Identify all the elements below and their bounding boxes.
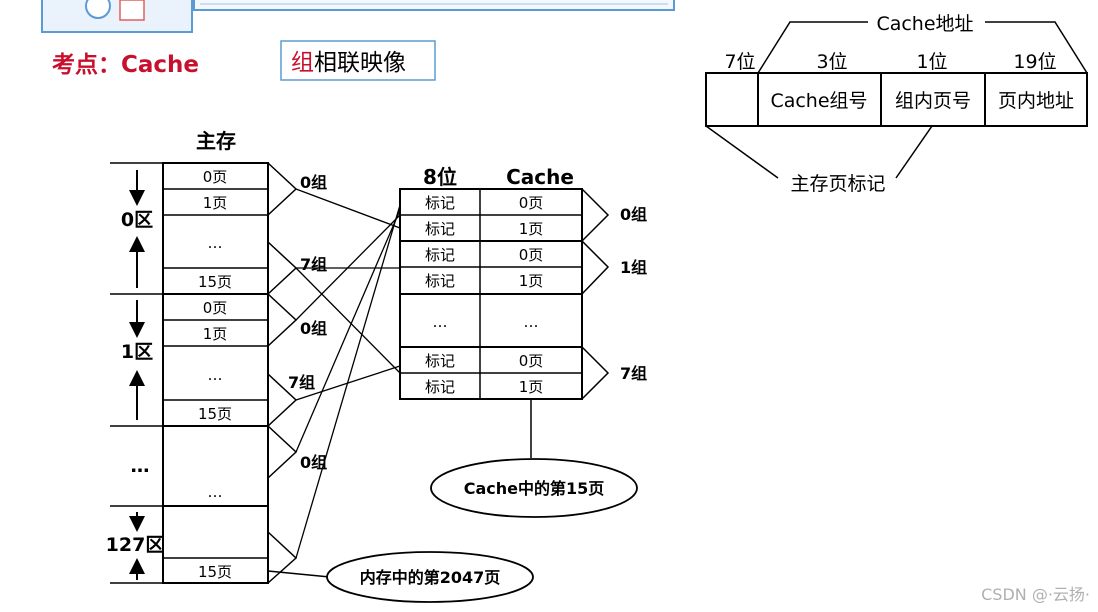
cache-block: 8位 Cache 标记 0页 标记 1页 标记 0页 标记 1页 … … 标记 … [399, 165, 647, 400]
title-box [280, 40, 436, 81]
cache-row-0-tag: 标记 [425, 194, 455, 212]
width-3bit: 3位 [816, 51, 847, 73]
width-19bit: 19位 [1013, 51, 1056, 73]
cache-group-label-0: 0组 [620, 205, 647, 224]
mem-page-callout: 内存中的第2047页 [267, 551, 534, 603]
zone-1-label: 1区 [121, 341, 153, 363]
field-page-offset: 页内地址 [998, 90, 1074, 112]
mem-group-label-1: 7组 [300, 255, 327, 274]
cache-row-2-page: 0页 [519, 246, 544, 264]
mem-z0-page1: 1页 [203, 194, 228, 212]
mem-dots-row: … [208, 483, 223, 501]
watermark: CSDN @·云扬· [981, 585, 1090, 604]
cache-address-format: Cache地址 7位 3位 1位 19位 Cache组号 组内页号 页内地址 主… [705, 13, 1088, 195]
field-cache-group: Cache组号 [770, 90, 867, 112]
page-title: 组相联映像 [291, 50, 406, 76]
tag-label: 主存页标记 [790, 173, 885, 195]
cache-row-2-tag: 标记 [425, 246, 455, 264]
cache-page-callout-text: Cache中的第15页 [464, 479, 605, 498]
cache-tag-header: 8位 [423, 165, 457, 189]
cache-page-callout: Cache中的第15页 [430, 399, 638, 518]
mem-group-label-2: 0组 [300, 319, 327, 338]
cache-row-3-tag: 标记 [425, 272, 455, 290]
mem-z1-dots: … [208, 366, 223, 384]
header-illustration [41, 0, 193, 33]
header-banner [193, 0, 675, 11]
cache-row-6-page: 1页 [519, 378, 544, 396]
mem-z1-page0: 0页 [203, 299, 228, 317]
mem-z0-page0: 0页 [203, 168, 228, 186]
cache-group-label-1: 1组 [620, 258, 647, 277]
main-memory: 主存 0页 1页 … 15页 0页 1页 … 15页 … 15页 [106, 129, 269, 584]
mem-group-label-4: 0组 [300, 453, 327, 472]
zone-dots-label: … [131, 455, 150, 477]
mem-group-label-0: 0组 [300, 173, 327, 192]
mem-z0-page15: 15页 [198, 273, 232, 291]
zone-0-label: 0区 [121, 209, 153, 231]
cache-row-0-page: 0页 [519, 194, 544, 212]
cache-row-4-page: … [524, 313, 539, 331]
mem-z1-page15: 15页 [198, 405, 232, 423]
cache-row-5-page: 0页 [519, 352, 544, 370]
width-7bit: 7位 [724, 51, 755, 73]
width-1bit: 1位 [916, 51, 947, 73]
cache-row-1-page: 1页 [519, 220, 544, 238]
topic-label: 考点：Cache [52, 52, 199, 78]
mapping-lines [295, 188, 401, 559]
field-page-in-group: 组内页号 [895, 90, 971, 112]
cache-row-3-page: 1页 [519, 272, 544, 290]
cache-row-1-tag: 标记 [425, 220, 455, 238]
mem-z127-page15: 15页 [198, 563, 232, 581]
cache-group-label-7: 7组 [620, 364, 647, 383]
zone-127-label: 127区 [106, 534, 165, 556]
mem-group-label-3: 7组 [288, 373, 315, 392]
cache-title: Cache [506, 165, 574, 189]
cache-row-5-tag: 标记 [425, 352, 455, 370]
cache-row-6-tag: 标记 [425, 378, 455, 396]
cache-address-title: Cache地址 [876, 13, 973, 35]
cache-row-4-tag: … [433, 313, 448, 331]
mem-z0-dots: … [208, 234, 223, 252]
mem-page-callout-text: 内存中的第2047页 [360, 568, 501, 587]
main-memory-title: 主存 [196, 129, 236, 153]
mem-z1-page1: 1页 [203, 325, 228, 343]
